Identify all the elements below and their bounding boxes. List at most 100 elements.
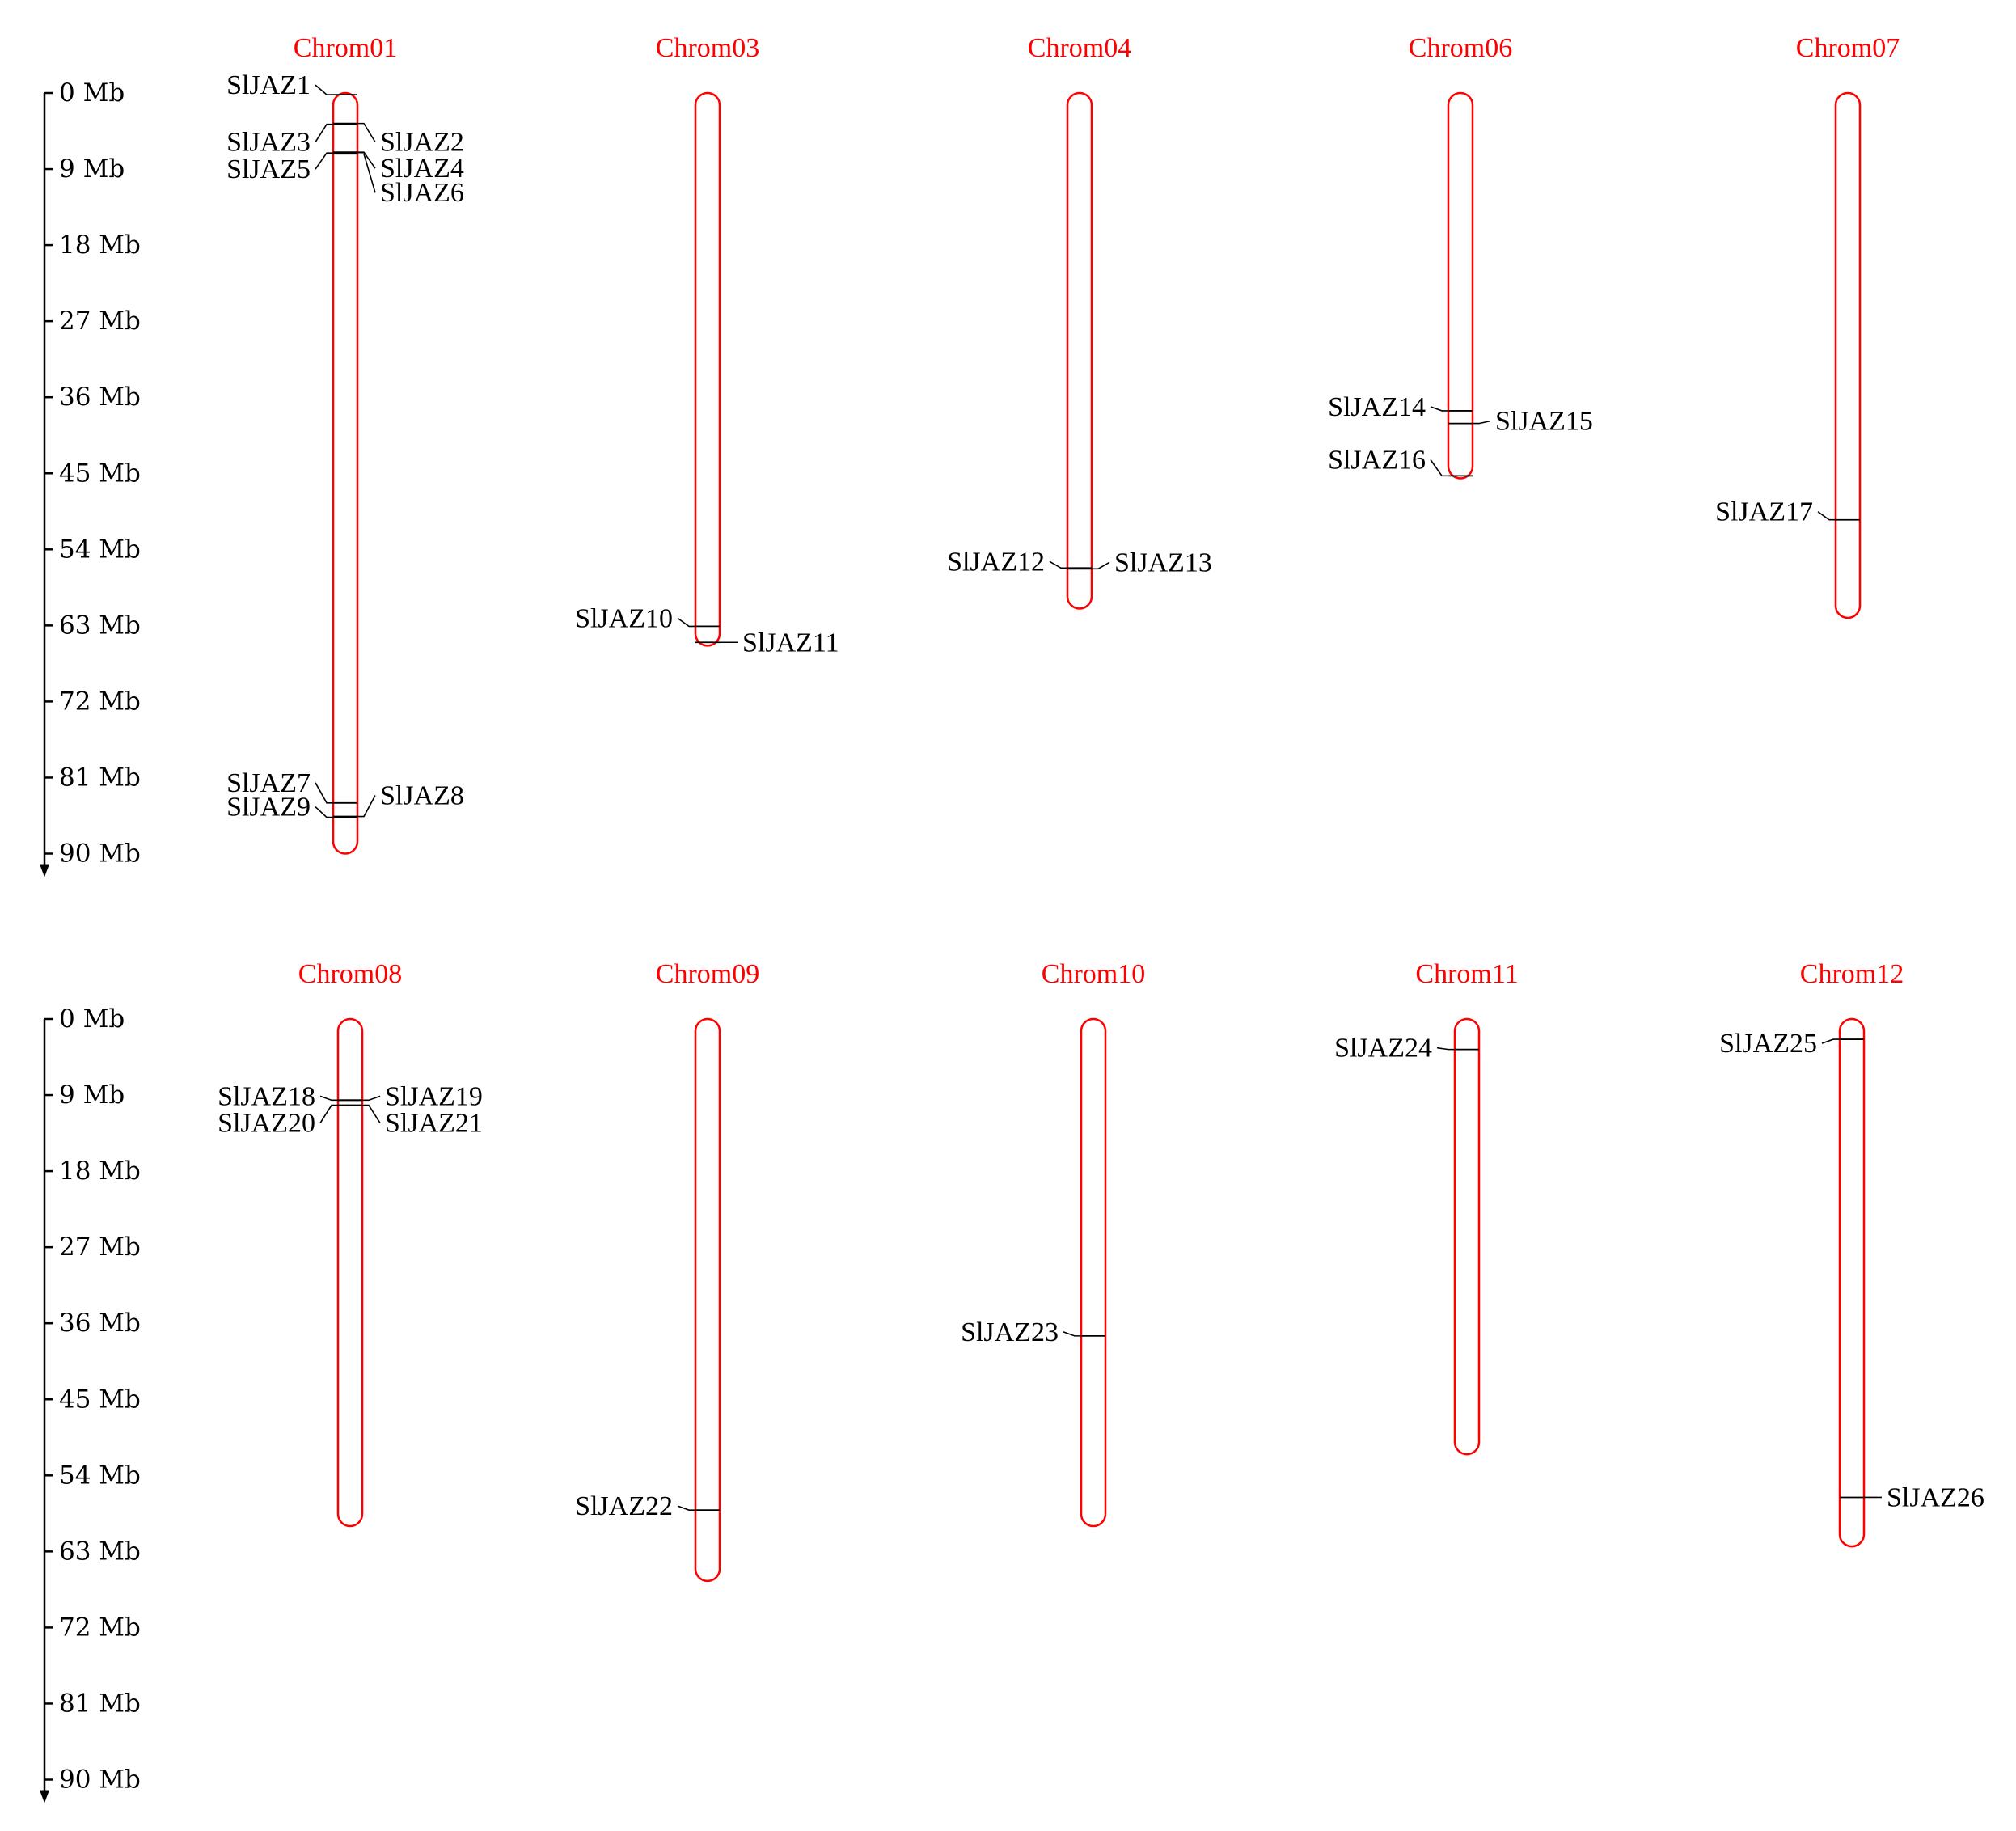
chromosome-title: Chrom09 (656, 959, 759, 989)
gene-label: SlJAZ21 (385, 1109, 483, 1139)
gene-label: SlJAZ20 (218, 1109, 315, 1139)
chromosome-body (332, 91, 359, 855)
gene-marker: SlJAZ17 (1715, 497, 1860, 527)
gene-leader-line (357, 795, 376, 818)
gene-label: SlJAZ9 (226, 793, 311, 822)
chromosome-title: Chrom12 (1800, 959, 1904, 989)
axis-tick-label: 45 Mb (59, 1385, 141, 1414)
gene-marker: SlJAZ5 (226, 152, 357, 184)
gene-leader-line (1430, 406, 1448, 412)
axis-tick-label: 18 Mb (59, 1157, 141, 1186)
axis-tick-label: 0 Mb (59, 78, 125, 108)
axis-tick-label: 90 Mb (59, 839, 141, 869)
chromosome-body (694, 91, 721, 647)
axis-tick-label: 36 Mb (59, 383, 141, 412)
gene-label: SlJAZ16 (1328, 445, 1426, 475)
axis-tick-label: 9 Mb (59, 154, 125, 184)
axis-tick-label: 45 Mb (59, 459, 141, 488)
gene-marker: SlJAZ18 (218, 1081, 362, 1111)
chromosome-title: Chrom06 (1409, 33, 1512, 63)
gene-leader-line (1436, 1047, 1455, 1051)
gene-leader-line (357, 122, 376, 143)
gene-leader-line (1092, 561, 1110, 570)
gene-leader-line (319, 1095, 338, 1102)
gene-marker: SlJAZ9 (226, 793, 357, 822)
gene-marker: SlJAZ20 (218, 1104, 362, 1139)
gene-marker: SlJAZ25 (1719, 1029, 1864, 1059)
gene-marker: SlJAZ22 (575, 1491, 720, 1521)
gene-leader-line (1430, 459, 1448, 477)
gene-leader-line (362, 1095, 381, 1102)
axis-tick-label: 63 Mb (59, 1537, 141, 1566)
chromosome-title: Chrom08 (298, 959, 402, 989)
gene-marker: SlJAZ10 (575, 603, 720, 633)
chromosome-title: Chrom11 (1415, 959, 1518, 989)
gene-label: SlJAZ17 (1715, 497, 1813, 527)
gene-leader-line (1821, 1038, 1840, 1044)
gene-marker: SlJAZ26 (1840, 1482, 1984, 1512)
chromosome-body (1838, 1017, 1866, 1548)
axis-tick-label: 54 Mb (59, 535, 141, 564)
gene-leader-line (1817, 511, 1836, 521)
chromosome-title: Chrom10 (1042, 959, 1145, 989)
axis-tick-label: 81 Mb (59, 763, 141, 792)
gene-label: SlJAZ6 (380, 178, 464, 208)
gene-marker: SlJAZ4 (333, 151, 464, 184)
chromosome-body (1066, 91, 1093, 610)
gene-leader-line (315, 782, 333, 804)
axis-tick-label: 81 Mb (59, 1689, 141, 1718)
gene-label: SlJAZ25 (1719, 1029, 1817, 1059)
gene-marker: SlJAZ11 (695, 628, 839, 658)
gene-leader-line (362, 1104, 381, 1124)
gene-leader-line (315, 152, 333, 170)
gene-leader-line (357, 153, 376, 193)
gene-marker: SlJAZ6 (333, 153, 464, 208)
gene-label: SlJAZ24 (1334, 1034, 1432, 1064)
axis-tick-label: 36 Mb (59, 1309, 141, 1338)
gene-label: SlJAZ15 (1495, 407, 1593, 437)
chromosome-title: Chrom07 (1796, 33, 1900, 63)
gene-leader-line (677, 1505, 695, 1511)
chromosome-body (1834, 91, 1862, 619)
gene-label: SlJAZ19 (385, 1081, 483, 1111)
gene-leader-line (315, 806, 333, 818)
gene-marker: SlJAZ21 (338, 1104, 483, 1139)
gene-label: SlJAZ23 (961, 1317, 1059, 1347)
gene-label: SlJAZ10 (575, 603, 673, 633)
axis-tick-label: 90 Mb (59, 1765, 141, 1795)
gene-marker: SlJAZ14 (1328, 392, 1473, 422)
axis-tick-label: 27 Mb (59, 307, 141, 336)
axis-tick-label: 9 Mb (59, 1080, 125, 1110)
axis-arrow-icon (40, 1790, 49, 1804)
axis-tick-label: 54 Mb (59, 1461, 141, 1490)
gene-label: SlJAZ22 (575, 1491, 673, 1521)
axis-tick-label: 72 Mb (59, 687, 141, 716)
axis-tick-label: 63 Mb (59, 611, 141, 640)
gene-marker: SlJAZ1 (226, 70, 357, 100)
gene-marker: SlJAZ2 (333, 122, 464, 158)
gene-leader-line (315, 84, 333, 95)
gene-leader-line (677, 617, 695, 628)
gene-label: SlJAZ18 (218, 1081, 315, 1111)
gene-label: SlJAZ1 (226, 70, 311, 100)
chromosome-body (1080, 1017, 1107, 1528)
gene-label: SlJAZ4 (380, 154, 464, 184)
axis-tick-label: 27 Mb (59, 1233, 141, 1262)
gene-label: SlJAZ13 (1114, 548, 1212, 577)
gene-leader-line (319, 1104, 338, 1124)
gene-label: SlJAZ3 (226, 128, 311, 158)
gene-label: SlJAZ5 (226, 154, 311, 184)
gene-label: SlJAZ7 (226, 768, 311, 798)
chromosome-body (694, 1017, 721, 1583)
chromosome-title: Chrom01 (294, 33, 397, 63)
gene-marker: SlJAZ3 (226, 123, 357, 158)
gene-leader-line (1049, 560, 1067, 569)
